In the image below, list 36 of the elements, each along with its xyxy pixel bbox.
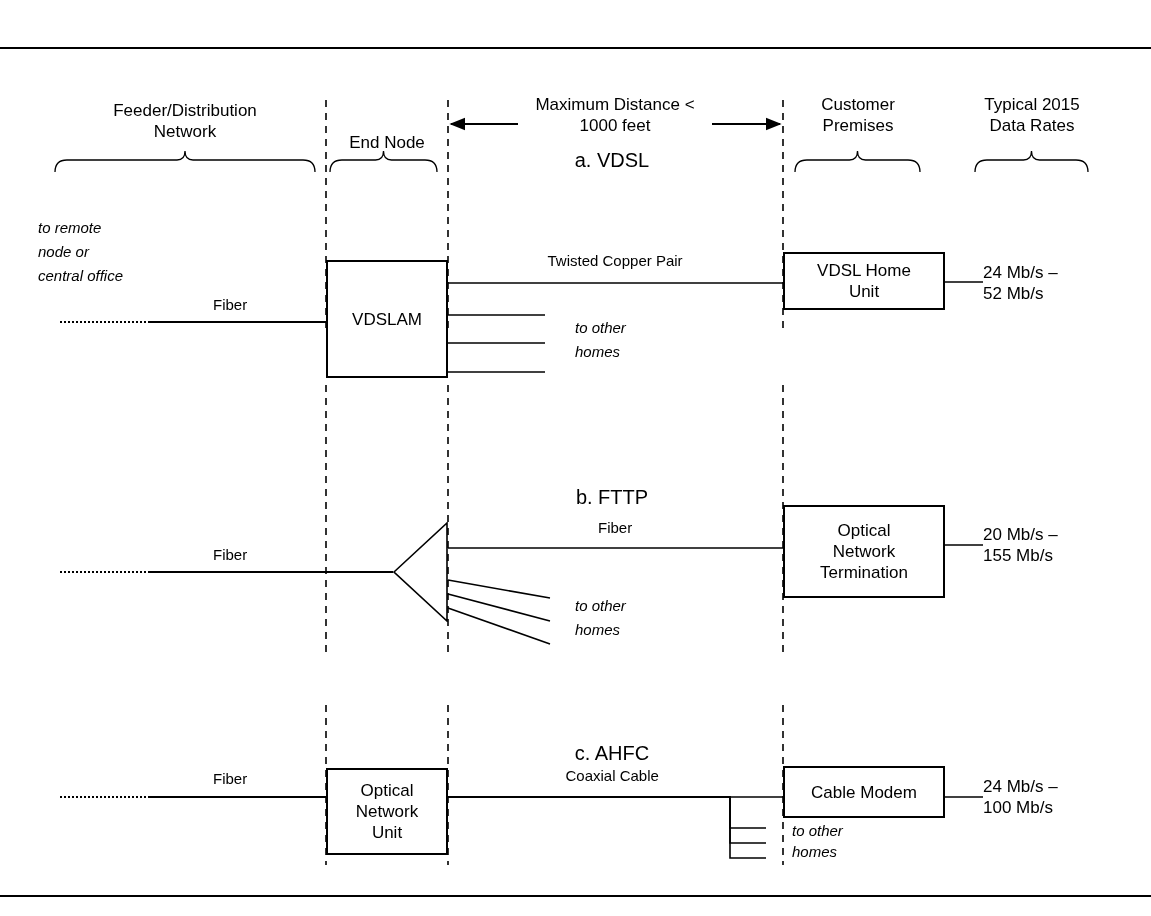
- branch-line: [447, 607, 551, 645]
- note-text: to other homes: [575, 596, 627, 640]
- branch-line: [447, 314, 546, 316]
- row-title: b. FTTP: [574, 487, 650, 508]
- row-title: a. VDSL: [573, 150, 651, 171]
- data-rate-text: 20 Mb/s – 155 Mb/s: [983, 520, 1078, 570]
- branch-line: [447, 579, 551, 599]
- connector-line: [60, 320, 326, 324]
- note-text: to other homes: [792, 821, 844, 862]
- note-text: to remote node or central office: [38, 218, 125, 286]
- device-box: VDSL Home Unit: [783, 252, 945, 310]
- device-box: VDSLAM: [326, 260, 448, 378]
- connector-line: [944, 281, 984, 283]
- device-box: Cable Modem: [783, 766, 945, 818]
- connector-line: [447, 282, 784, 284]
- edge-label: Twisted Copper Pair: [544, 252, 686, 270]
- column-header: Feeder/Distribution Network: [112, 100, 258, 142]
- connector-line: [447, 547, 784, 549]
- device-box: Optical Network Termination: [783, 505, 945, 598]
- branch-line: [447, 593, 551, 622]
- data-rate-text: 24 Mb/s – 100 Mb/s: [983, 772, 1078, 822]
- column-header: Maximum Distance < 1000 feet: [534, 94, 696, 136]
- row-title: c. AHFC: [573, 743, 651, 764]
- connector-line: [60, 570, 393, 574]
- branch-line: [447, 371, 546, 373]
- column-header: End Node: [348, 132, 426, 153]
- note-text: to other homes: [575, 318, 627, 362]
- connector-line: [944, 544, 984, 546]
- connector-line: [944, 796, 984, 798]
- splitter-triangle: [393, 522, 448, 622]
- data-rate-text: 24 Mb/s – 52 Mb/s: [983, 258, 1078, 308]
- column-header: Customer Premises: [820, 94, 896, 136]
- branch-line: [447, 342, 546, 344]
- connector-line: [60, 795, 326, 799]
- device-box: Optical Network Unit: [326, 768, 448, 855]
- column-header: Typical 2015 Data Rates: [983, 94, 1081, 136]
